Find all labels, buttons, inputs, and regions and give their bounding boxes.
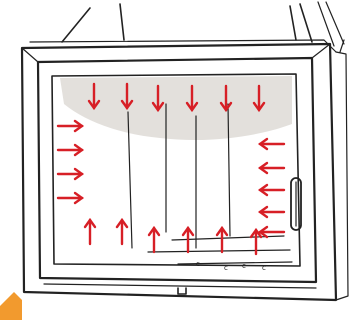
airflow-arrow-top [219, 84, 233, 113]
airflow-arrow-top [151, 84, 165, 113]
door-handle-icon [290, 177, 302, 231]
airflow-arrow-top [87, 82, 101, 111]
airflow-arrow-bottom [249, 227, 263, 256]
airflow-arrow-bottom [147, 225, 161, 254]
air-inlet-mark: c [224, 264, 228, 272]
corner-badge-icon [0, 292, 22, 320]
airflow-arrow-bottom [115, 217, 129, 246]
airflow-arrows-bottom [83, 217, 263, 256]
airflow-arrow-right [257, 205, 286, 219]
airflow-arrow-bottom [83, 217, 97, 246]
airflow-arrow-bottom [181, 225, 195, 254]
air-inlet-mark: c [242, 262, 246, 270]
airflow-arrows-top [87, 82, 266, 113]
airflow-arrow-right [257, 225, 286, 239]
airflow-arrow-right [257, 183, 286, 197]
chimney-hood-lines [61, 1, 345, 47]
airflow-arrow-top [252, 84, 266, 113]
air-inlet-marks: c c c c [196, 260, 266, 272]
airflow-arrows-right [257, 137, 286, 239]
airflow-arrows-left [56, 119, 85, 205]
airflow-arrow-right [257, 161, 286, 175]
airflow-arrow-left [56, 143, 85, 157]
fireplace-insert-icon [20, 39, 349, 302]
airflow-arrow-bottom [215, 225, 229, 254]
airflow-arrow-left [56, 191, 85, 205]
air-inlet-mark: c [196, 260, 200, 268]
grate [147, 235, 293, 265]
fire-lines [127, 103, 231, 249]
airflow-arrow-left [56, 119, 85, 133]
airflow-arrow-top [120, 82, 134, 111]
airflow-arrow-top [185, 84, 199, 113]
airflow-arrow-right [257, 137, 286, 151]
airflow-arrow-left [56, 167, 85, 181]
smoke-shading [60, 76, 292, 141]
air-inlet-mark: c [262, 264, 266, 272]
